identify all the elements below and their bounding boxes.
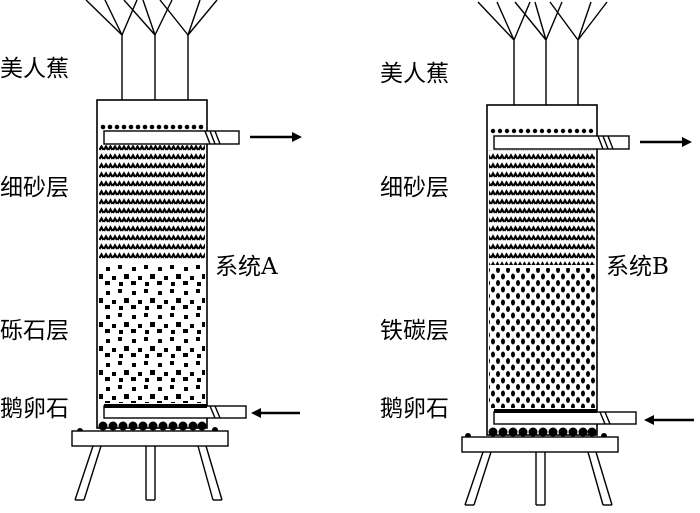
system-a-inlet-pipe	[103, 404, 247, 419]
system-b-outlet-arrow-icon	[640, 137, 692, 147]
system-b-fine-sand-label: 细砂层	[380, 175, 449, 201]
system-b-fine-sand-layer	[489, 150, 595, 265]
system-a-outlet-arrow-icon	[250, 132, 302, 142]
system-b-unit	[461, 1, 694, 506]
system-b-cobble-layer	[465, 427, 607, 439]
system-b-base-plate	[461, 436, 619, 453]
system-a-unit	[71, 0, 302, 501]
system-a-name-label: 系统A	[215, 254, 278, 280]
system-b-plant-label: 美人蕉	[380, 61, 449, 87]
system-b-iron-carbon-layer	[489, 268, 595, 408]
system-b-outlet-pipe	[493, 135, 630, 150]
system-a-cobble-label: 鹅卵石	[0, 396, 69, 422]
system-b-plant-icon	[477, 1, 608, 105]
system-a-inlet-arrow-icon	[251, 408, 300, 418]
system-b-stand	[464, 451, 613, 506]
system-b-cobble-label: 鹅卵石	[380, 396, 449, 422]
system-b-iron-carbon-label: 铁碳层	[380, 318, 449, 344]
system-a-fine-sand-label: 细砂层	[0, 175, 69, 201]
system-a-outlet-pipe	[103, 130, 240, 145]
system-a-stand	[74, 445, 223, 501]
system-a-top-dots	[100, 124, 204, 130]
system-a-gravel-label: 砾石层	[0, 318, 69, 344]
system-a-base-plate	[71, 430, 229, 447]
system-b-inlet-arrow-icon	[644, 415, 694, 425]
system-b-name-label: 系统B	[606, 254, 669, 280]
system-a-plant-icon	[85, 0, 218, 100]
system-b-inlet-pipe	[493, 409, 637, 425]
system-a-fine-sand-layer	[99, 145, 205, 261]
system-b-top-dots	[490, 128, 594, 134]
system-a-plant-label: 美人蕉	[0, 56, 69, 82]
system-a-gravel-layer	[99, 263, 205, 403]
